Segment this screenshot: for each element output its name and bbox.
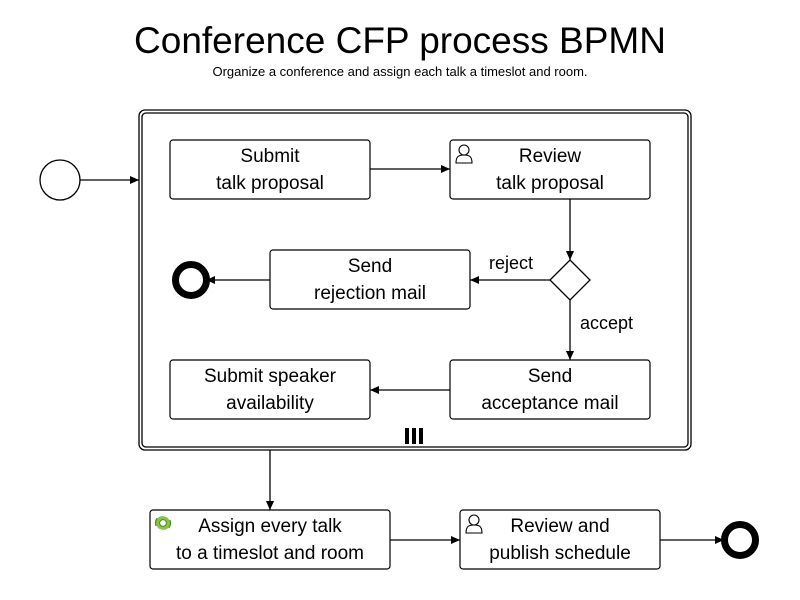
- task-send-rejection-mail[interactable]: Send rejection mail: [269, 249, 471, 310]
- flow-label-accept: accept: [580, 313, 633, 333]
- parallel-multi-instance-icon: [405, 428, 423, 444]
- task-label-line1: Assign every talk: [198, 516, 342, 537]
- task-review-publish-schedule[interactable]: Review and publish schedule: [459, 509, 661, 570]
- service-gear-icon: [154, 514, 172, 532]
- task-label-line1: Review: [519, 146, 582, 167]
- task-label-line2: acceptance mail: [481, 393, 618, 414]
- task-submit-speaker-availability[interactable]: Submit speaker availability: [169, 359, 371, 420]
- task-label-line2: availability: [226, 393, 314, 414]
- task-assign-talks[interactable]: Assign every talk to a timeslot and room: [149, 509, 391, 570]
- start-event[interactable]: [39, 159, 81, 201]
- task-submit-talk-proposal[interactable]: Submit talk proposal: [169, 139, 371, 200]
- task-label-line1: Send: [528, 366, 572, 387]
- flow-label-reject: reject: [489, 253, 533, 273]
- task-review-talk-proposal[interactable]: Review talk proposal: [449, 139, 651, 200]
- process-end-event[interactable]: [721, 521, 759, 559]
- task-label-line2: talk proposal: [496, 173, 604, 194]
- task-label-line2: to a timeslot and room: [176, 543, 364, 564]
- rejection-end-event[interactable]: [172, 261, 210, 299]
- task-label-line1: Submit: [240, 146, 300, 167]
- task-label-line2: talk proposal: [216, 173, 324, 194]
- diagram-title: Conference CFP process BPMN: [134, 20, 666, 61]
- task-label-line2: rejection mail: [314, 283, 426, 304]
- task-label-line1: Review and: [510, 516, 609, 537]
- task-label-line2: publish schedule: [489, 543, 631, 564]
- task-send-acceptance-mail[interactable]: Send acceptance mail: [449, 359, 651, 420]
- task-label-line1: Submit speaker: [204, 366, 337, 387]
- diagram-subtitle: Organize a conference and assign each ta…: [212, 64, 587, 79]
- user-icon: [455, 144, 473, 164]
- user-icon: [465, 514, 483, 534]
- task-label-line1: Send: [348, 256, 392, 277]
